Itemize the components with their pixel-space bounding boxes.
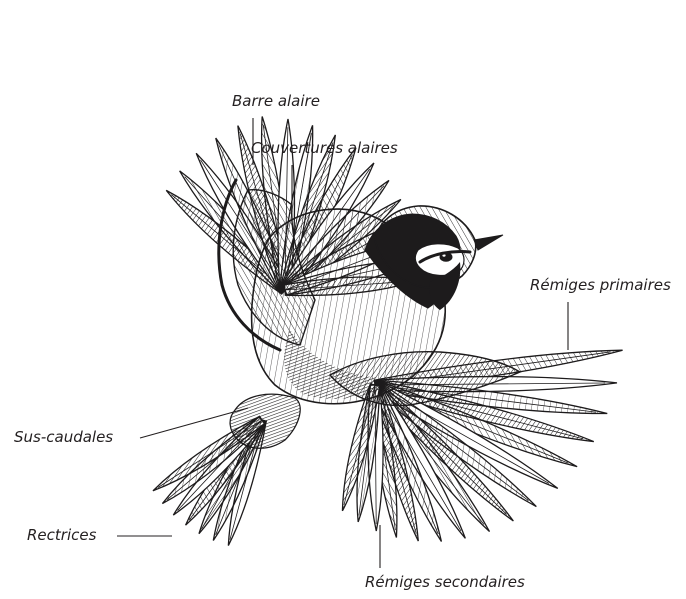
- label-sus-caudales: Sus-caudales: [14, 428, 113, 446]
- label-rectrices: Rectrices: [27, 526, 97, 544]
- label-barre-alaire: Barre alaire: [232, 92, 320, 110]
- uppertail-coverts: [230, 394, 300, 448]
- label-couvertures-alaires: Couvertures alaires: [251, 139, 398, 157]
- label-remiges-primaires: Rémiges primaires: [530, 276, 671, 294]
- beak: [474, 235, 503, 250]
- tail: [153, 394, 300, 545]
- label-remiges-secondaires: Rémiges secondaires: [365, 573, 525, 591]
